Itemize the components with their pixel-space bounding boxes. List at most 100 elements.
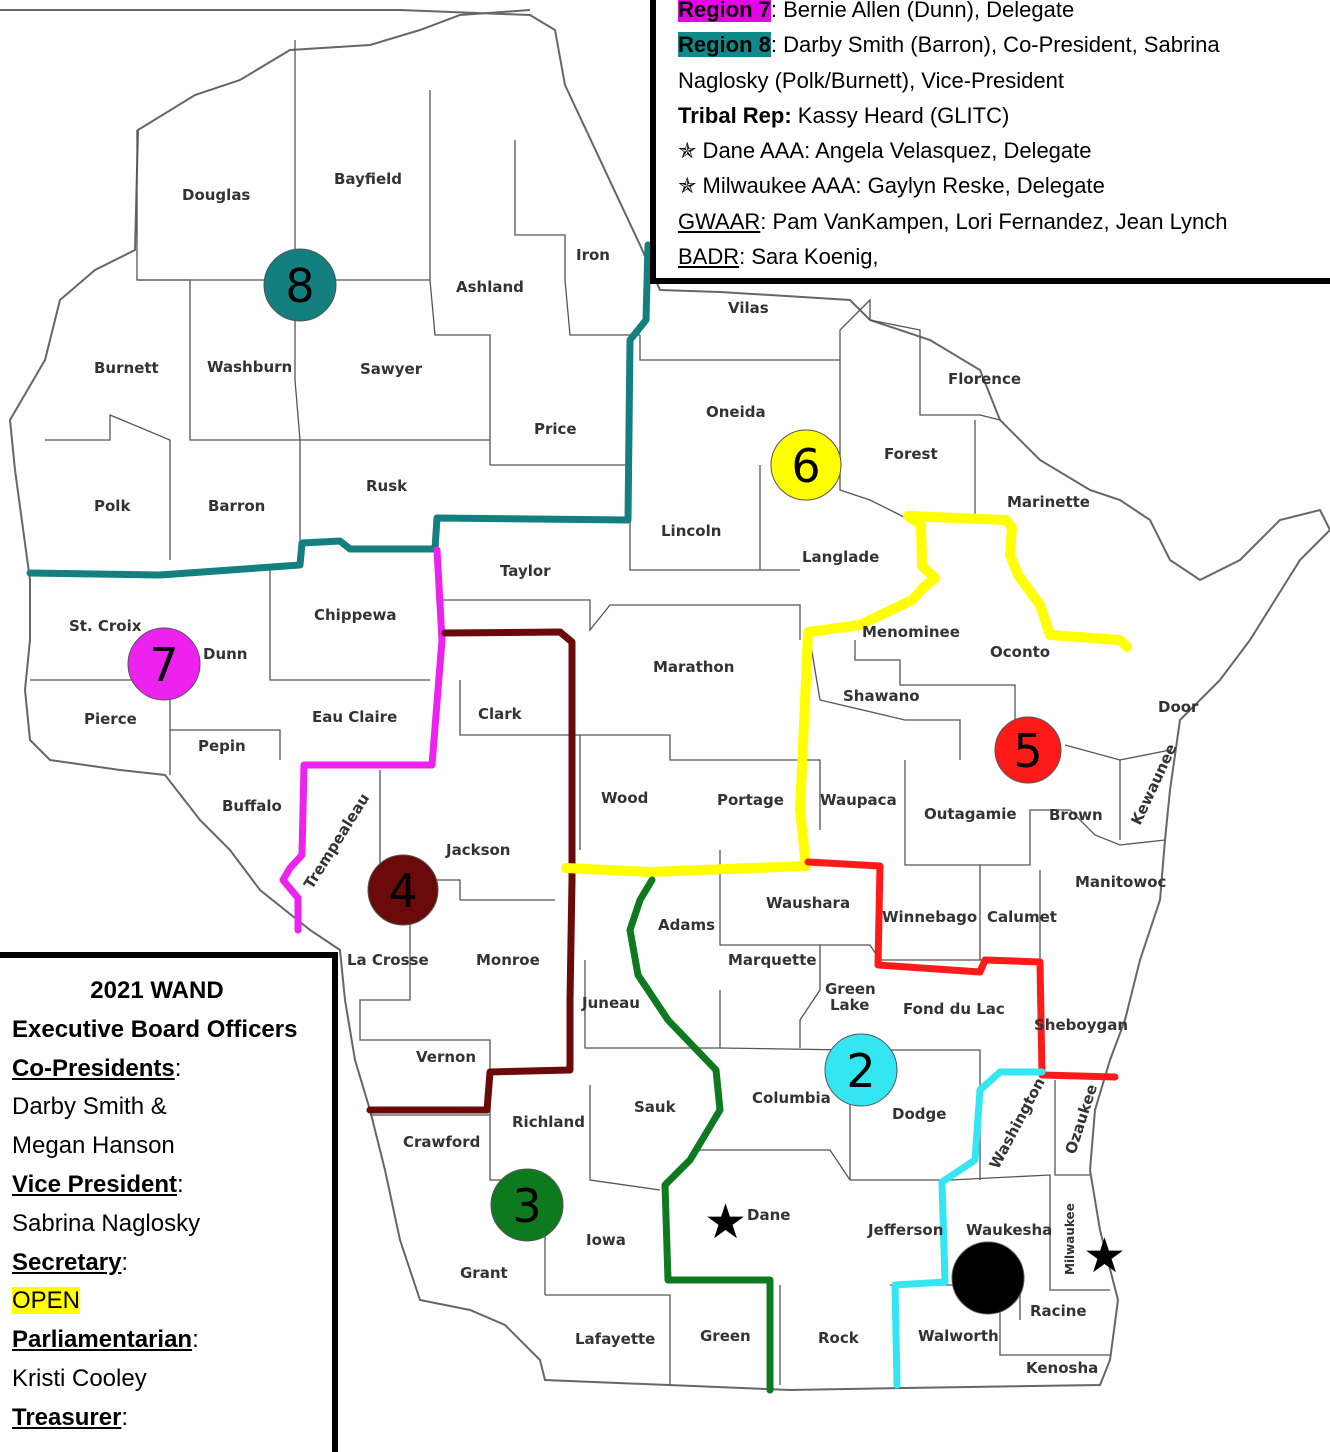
region-badge-7-circle	[127, 627, 201, 701]
county-polk: Polk	[94, 497, 131, 515]
county-richland: Richland	[512, 1113, 585, 1131]
officers-title: Executive Board Officers	[12, 1015, 298, 1043]
county-walworth: Walworth	[918, 1327, 999, 1345]
gwaar-label: GWAAR	[678, 208, 761, 234]
county-lincoln: Lincoln	[661, 522, 721, 540]
secretary-label: Secretary	[12, 1248, 122, 1276]
county-dane: Dane	[747, 1206, 790, 1224]
parliamentarian-name: Kristi Cooley	[12, 1364, 147, 1392]
county-iowa: Iowa	[586, 1231, 626, 1249]
parliamentarian-heading: Parliamentarian:	[12, 1321, 332, 1360]
badr-label: BADR	[678, 244, 740, 270]
county-langlade: Langlade	[802, 548, 879, 566]
legend-dane-aaa: ✯ Dane AAA: Angela Velasquez, Delegate	[678, 133, 1330, 168]
boundary-region-6	[561, 511, 1132, 877]
star-icon: ✯	[678, 138, 697, 164]
county-pierce: Pierce	[84, 710, 137, 728]
county-rock: Rock	[818, 1329, 860, 1347]
county-calumet: Calumet	[987, 908, 1057, 926]
county-sauk: Sauk	[634, 1098, 677, 1116]
county-chippewa: Chippewa	[314, 606, 396, 624]
secretary-value: OPEN	[12, 1282, 332, 1321]
county-outagamie: Outagamie	[924, 805, 1017, 823]
county-sheboygan: Sheboygan	[1034, 1016, 1128, 1034]
boundary-region-2	[891, 1068, 1046, 1389]
region-badge-1: 1	[951, 1241, 1025, 1315]
county-lafayette: Lafayette	[575, 1330, 655, 1348]
county-borders	[30, 40, 1171, 1385]
county-buffalo: Buffalo	[222, 797, 282, 815]
county-winnebago: Winnebago	[882, 908, 977, 926]
county-kenosha: Kenosha	[1026, 1359, 1098, 1377]
region-badge-3: 3	[490, 1168, 564, 1242]
county-wood: Wood	[601, 789, 648, 807]
region-badge-1-label: 1	[973, 1252, 1002, 1306]
legend-milwaukee-aaa: ✯ Milwaukee AAA: Gaylyn Reske, Delegate	[678, 168, 1330, 203]
region-badge-1-circle	[951, 1241, 1025, 1315]
officers-box: 2021 WAND Executive Board Officers Co-Pr…	[0, 952, 338, 1452]
county-marquette: Marquette	[728, 951, 817, 969]
region-badges: 8 6 7 5 4 2 3 1	[127, 248, 1062, 1315]
secretary-heading: Secretary:	[12, 1244, 332, 1283]
region-badge-3-circle	[490, 1168, 564, 1242]
county-fonddulac: Fond du Lac	[903, 1000, 1005, 1018]
county-florence: Florence	[948, 370, 1021, 388]
county-lacrosse: La Crosse	[347, 951, 429, 969]
region-7-text: : Bernie Allen (Dunn), Delegate	[770, 0, 1075, 22]
treasurer-label: Treasurer	[12, 1403, 122, 1431]
region-badge-8: 8	[263, 248, 337, 322]
legend-badr: BADR: Sara Koenig,	[678, 239, 1330, 274]
tribal-label: Tribal Rep:	[678, 102, 792, 128]
county-washburn: Washburn	[207, 358, 292, 376]
state-outline	[0, 9, 1330, 1392]
co-president-1: Darby Smith &	[12, 1093, 167, 1121]
milwaukee-aaa-text: Milwaukee AAA: Gaylyn Reske, Delegate	[696, 173, 1105, 199]
region-badge-8-label: 8	[285, 259, 314, 313]
legend-region-7: Region 7: Bernie Allen (Dunn), Delegate	[678, 0, 1330, 27]
region-badge-5-label: 5	[1013, 724, 1042, 778]
region-badge-2-circle	[824, 1033, 898, 1107]
county-barron: Barron	[208, 497, 265, 515]
vice-president-heading: Vice President:	[12, 1166, 332, 1205]
county-greenlake-1: Green	[825, 980, 876, 998]
region-badge-2-label: 2	[846, 1044, 875, 1098]
star-icon-dane: ★	[704, 1194, 747, 1250]
region-badge-8-circle	[263, 248, 337, 322]
region-badge-3-label: 3	[512, 1179, 541, 1233]
county-vilas: Vilas	[728, 299, 769, 317]
legend-region-8: Region 8: Darby Smith (Barron), Co-Presi…	[678, 27, 1330, 62]
county-clark: Clark	[478, 705, 523, 723]
badr-text: : Sara Koenig,	[739, 244, 879, 270]
region-badge-4: 4	[367, 854, 439, 926]
county-jefferson: Jefferson	[867, 1221, 943, 1239]
region-badge-2: 2	[824, 1033, 898, 1107]
county-pepin: Pepin	[198, 737, 246, 755]
colon: :	[192, 1326, 199, 1354]
county-adams: Adams	[658, 916, 715, 934]
officers-title-year: 2021 WAND	[90, 977, 224, 1004]
county-monroe: Monroe	[476, 951, 540, 969]
region-badge-6-label: 6	[791, 439, 820, 493]
region-badge-5-circle	[994, 716, 1062, 784]
county-sawyer: Sawyer	[360, 360, 423, 378]
dane-aaa-text: Dane AAA: Angela Velasquez, Delegate	[696, 138, 1092, 164]
colon: :	[121, 1403, 129, 1431]
county-waupaca: Waupaca	[820, 791, 897, 809]
region-boundaries	[26, 241, 1132, 1394]
county-brown: Brown	[1049, 806, 1103, 824]
star-icon: ✯	[678, 173, 697, 199]
county-greenlake-2: Lake	[830, 996, 869, 1014]
county-grant: Grant	[460, 1264, 508, 1282]
county-washington: Washington	[986, 1075, 1049, 1172]
region-7-label: Region 7	[678, 0, 771, 22]
region-badge-7-label: 7	[149, 638, 178, 692]
co-president-2: Megan Hanson	[12, 1132, 175, 1160]
county-dunn: Dunn	[203, 645, 248, 663]
county-bayfield: Bayfield	[334, 170, 402, 188]
county-juneau: Juneau	[581, 994, 640, 1012]
parliamentarian-label: Parliamentarian	[12, 1326, 193, 1354]
gwaar-text: : Pam VanKampen, Lori Fernandez, Jean Ly…	[760, 208, 1228, 234]
colon: :	[176, 1170, 184, 1198]
vice-president-name: Sabrina Naglosky	[12, 1209, 201, 1237]
legend-gwaar: GWAAR: Pam VanKampen, Lori Fernandez, Je…	[678, 204, 1330, 239]
